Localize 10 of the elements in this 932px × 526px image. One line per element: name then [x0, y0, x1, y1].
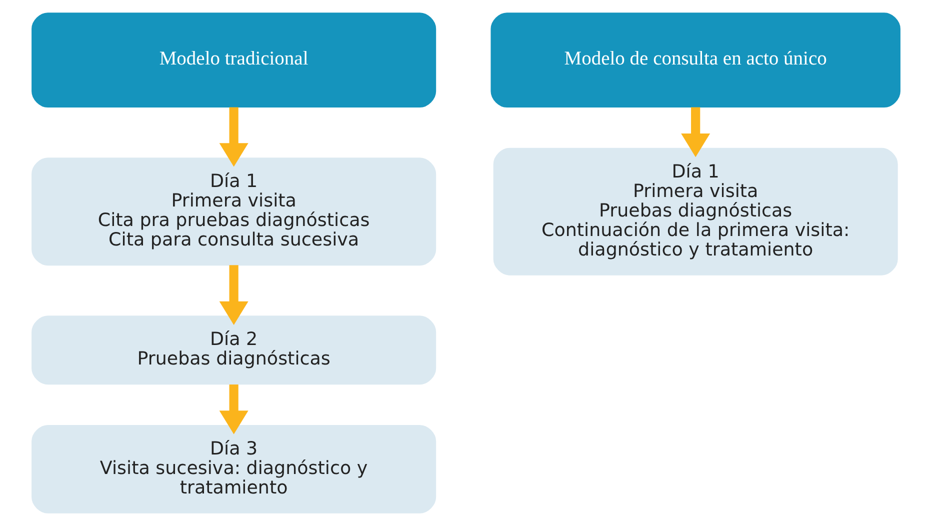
- arrow: [219, 265, 248, 325]
- node-box: Día 1 Primera visita Cita pra pruebas diagnósticas Cita para consulta sucesiva: [32, 158, 436, 266]
- node-box: Modelo de consulta en acto único: [490, 12, 900, 108]
- node-box: Día 3 Visita sucesiva: diagnóstico y tratamiento: [32, 424, 436, 514]
- arrow: [681, 107, 710, 158]
- node-box: Día 1 Primera visita Pruebas diagnósticas Continuación de la primera visita: diagnóstico y tratamiento: [493, 148, 898, 276]
- arrow: [219, 384, 248, 434]
- node-box: Modelo tradicional: [32, 12, 436, 108]
- node-box: Día 2 Pruebas diagnósticas: [32, 316, 436, 385]
- arrow: [219, 107, 248, 167]
